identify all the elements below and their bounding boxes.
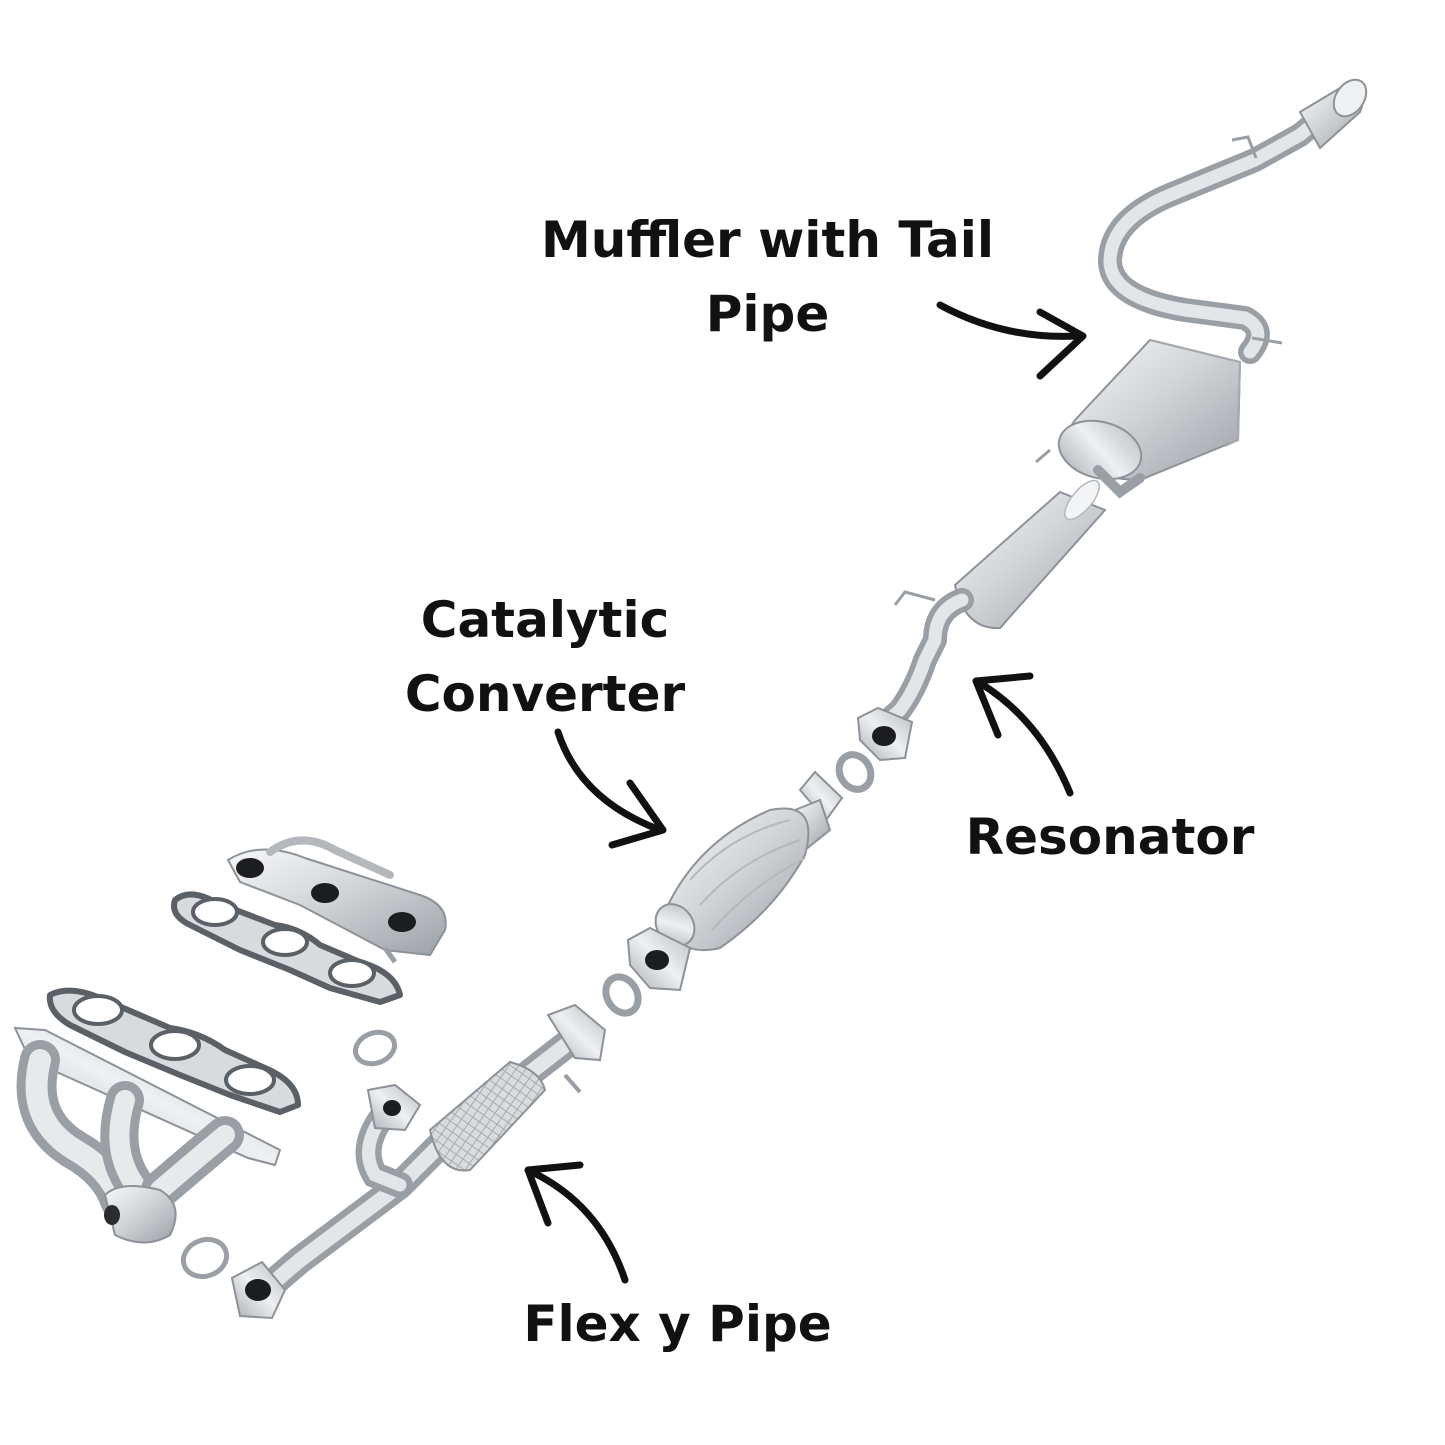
catalytic-converter [626,770,844,992]
catalytic-label-line2: Converter [404,665,686,723]
arrow-resonator [972,672,1074,797]
gasket-ring [353,1029,397,1067]
flex-label-line1: Flex y Pipe [523,1295,832,1353]
arrow-catalytic [554,728,667,849]
gasket-ring [602,973,642,1017]
resonator-label-line1: Resonator [965,808,1255,866]
upper-exhaust-manifold [226,836,447,964]
flex-y-pipe-label: Flex y Pipe [520,1287,835,1361]
catalytic-label-line1: Catalytic [420,591,670,649]
resonator-label: Resonator [960,800,1260,874]
upper-manifold-gasket [171,891,403,1005]
muffler-label: Muffler with Tail Pipe [540,203,995,351]
muffler [1035,338,1242,499]
flex-y-pipe [230,1003,607,1320]
lower-manifold-gasket [46,987,301,1115]
catalytic-converter-label: Catalytic Converter [395,583,695,731]
arrow-flex [524,1161,629,1284]
resonator [856,479,1107,762]
arrow-muffler [936,301,1087,380]
gasket-ring [180,1236,230,1280]
muffler-label-line2: Pipe [705,285,830,343]
muffler-label-line1: Muffler with Tail [540,211,995,269]
lower-exhaust-manifold [13,1026,282,1244]
tail-pipe [1098,78,1368,364]
gasket-ring [835,751,875,793]
